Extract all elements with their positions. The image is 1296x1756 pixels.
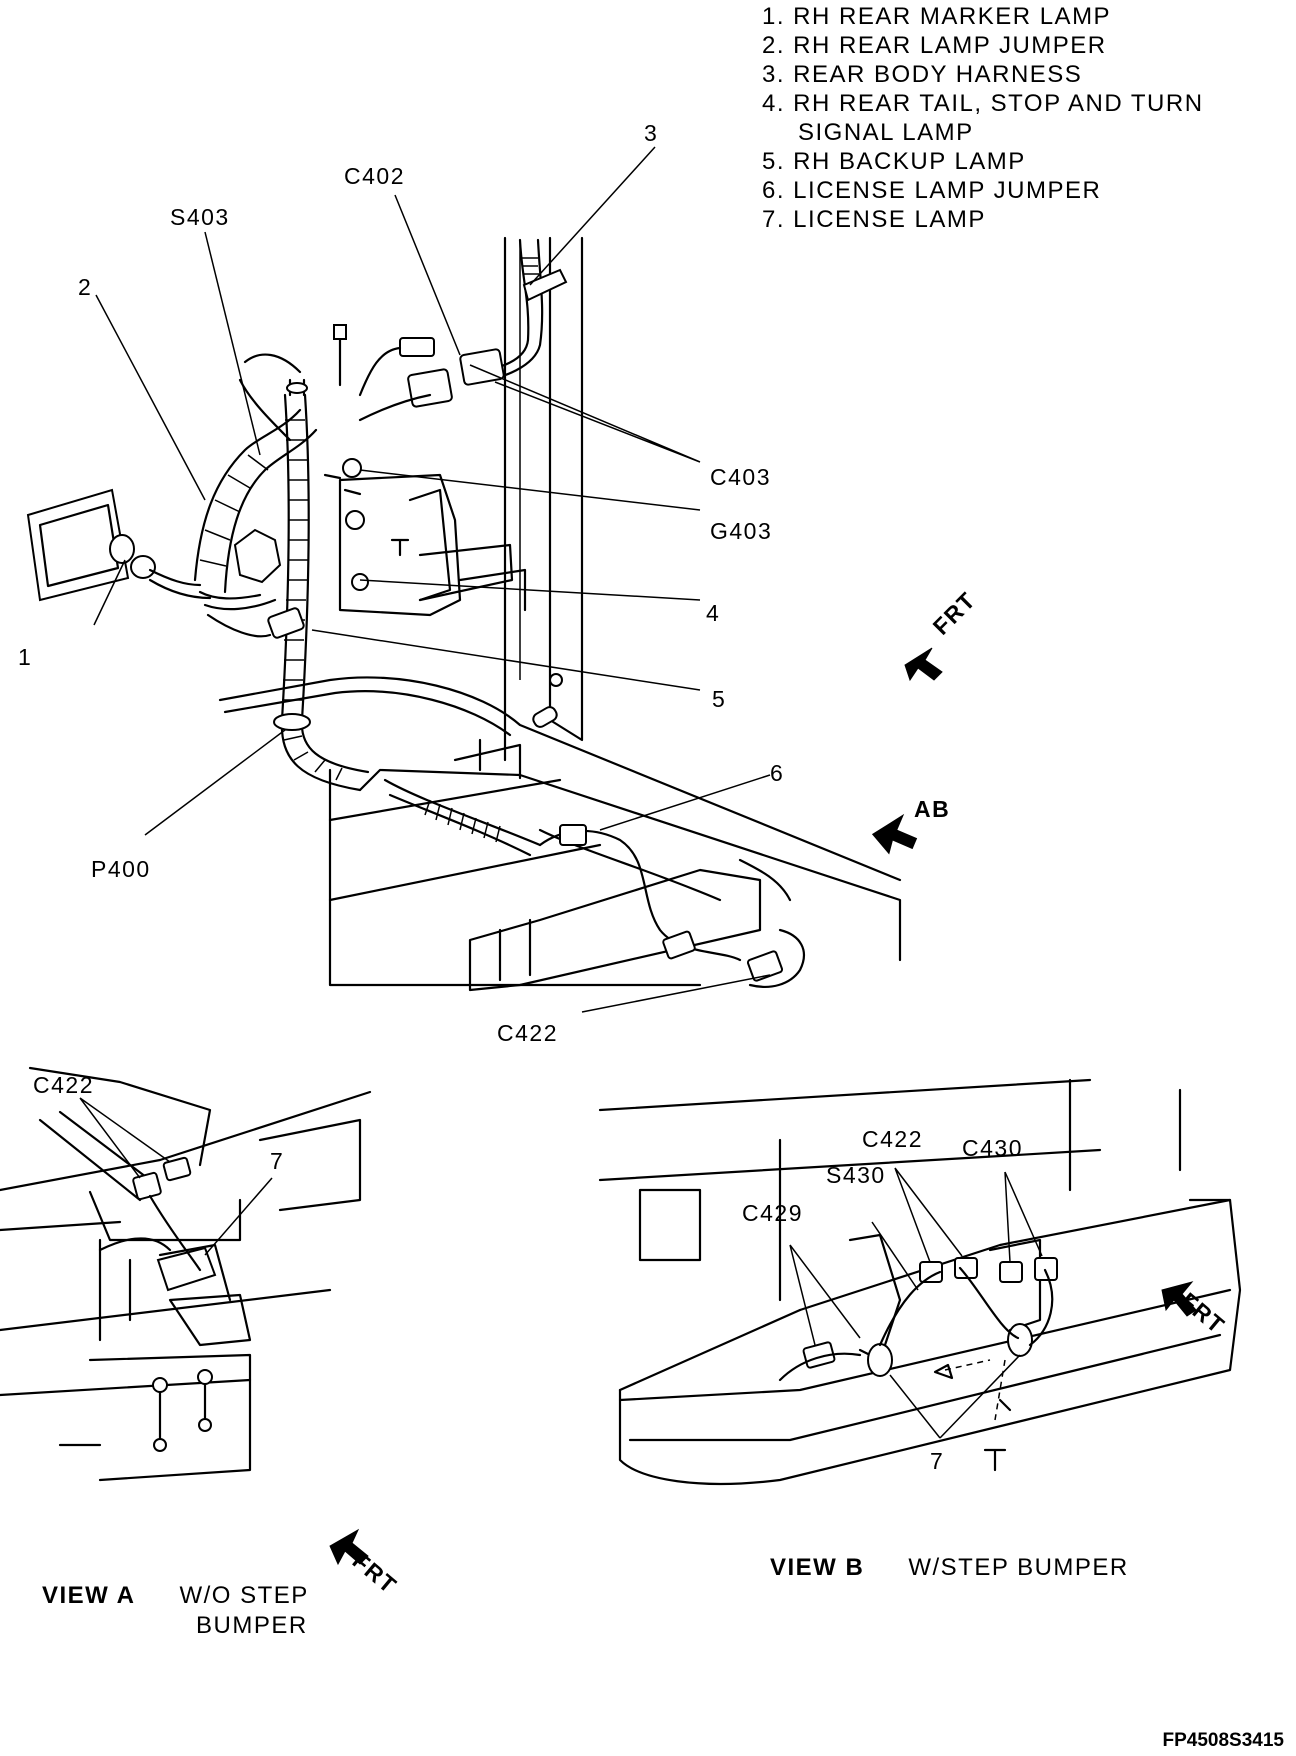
view-a-callout-7: 7 — [270, 1148, 285, 1174]
legend-item-4: 4. RH REAR TAIL, STOP AND TURN — [762, 90, 1204, 117]
view-b-callout-7: 7 — [930, 1448, 945, 1474]
component-legend: 1. RH REAR MARKER LAMP 2. RH REAR LAMP J… — [762, 2, 1204, 234]
callout-2: 2 — [78, 274, 93, 300]
callout-6: 6 — [770, 760, 785, 786]
view-b-callout-c429: C429 — [742, 1200, 803, 1226]
view-b-caption: VIEW B W/STEP BUMPER — [770, 1554, 1129, 1582]
main-view-drawing — [26, 146, 943, 1013]
callout-g403: G403 — [710, 518, 773, 544]
view-a-desc-line2: BUMPER — [196, 1612, 308, 1639]
view-b-callout-c422: C422 — [862, 1126, 923, 1152]
view-a-label: VIEW A — [42, 1582, 136, 1609]
callout-s403: S403 — [170, 204, 230, 230]
figure-id: FP4508S3415 — [1162, 1730, 1285, 1751]
callout-5: 5 — [712, 686, 727, 712]
legend-item-3: 3. REAR BODY HARNESS — [762, 61, 1083, 88]
legend-item-2: 2. RH REAR LAMP JUMPER — [762, 32, 1107, 59]
legend-item-7: 7. LICENSE LAMP — [762, 206, 986, 233]
callout-4: 4 — [706, 600, 721, 626]
legend-item-1: 1. RH REAR MARKER LAMP — [762, 3, 1112, 30]
view-a-desc-line1: W/O STEP — [179, 1582, 309, 1609]
legend-item-4-continued: SIGNAL LAMP — [798, 119, 974, 146]
view-b-callout-s430: S430 — [826, 1162, 886, 1188]
callout-ab: AB — [914, 796, 951, 822]
view-a-drawing — [0, 1066, 372, 1566]
legend-item-6: 6. LICENSE LAMP JUMPER — [762, 177, 1102, 204]
view-b-callout-c430: C430 — [962, 1135, 1023, 1161]
callout-c403: C403 — [710, 464, 771, 490]
callout-p400: P400 — [91, 856, 151, 882]
view-b-drawing — [598, 1078, 1242, 1486]
callout-c402: C402 — [344, 163, 405, 189]
callout-1: 1 — [18, 644, 33, 670]
callout-c422: C422 — [497, 1020, 558, 1046]
callout-3: 3 — [644, 120, 659, 146]
view-a-callout-c422: C422 — [33, 1072, 94, 1098]
legend-item-5: 5. RH BACKUP LAMP — [762, 148, 1026, 175]
view-b-desc: W/STEP BUMPER — [908, 1554, 1129, 1581]
view-b-label: VIEW B — [770, 1554, 865, 1581]
view-a-caption: VIEW A W/O STEP — [42, 1582, 309, 1610]
